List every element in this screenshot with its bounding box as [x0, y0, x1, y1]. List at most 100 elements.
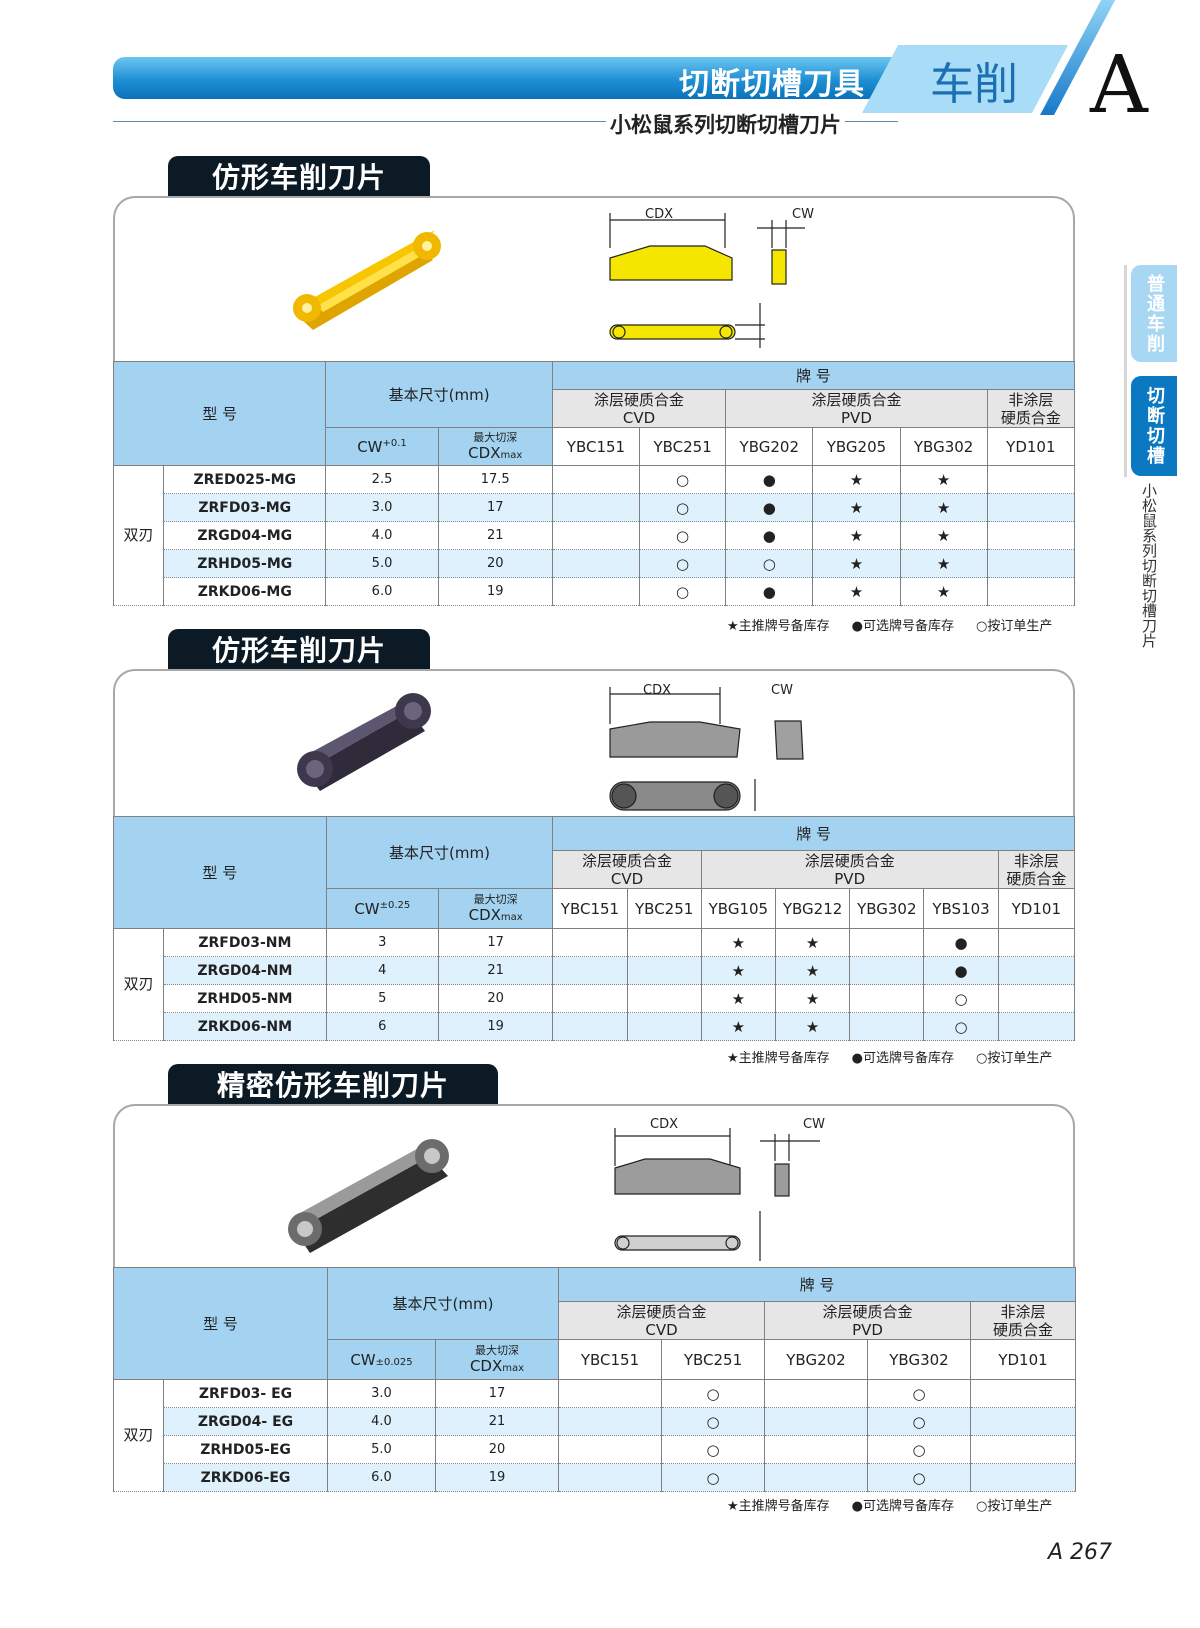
- cw-cell: 6.0: [327, 1463, 436, 1492]
- double-edge-label: 双刃: [112, 465, 165, 606]
- mark-cell: ★: [774, 1012, 851, 1041]
- mark-cell: [551, 577, 641, 606]
- grade-header: 牌 号: [558, 1267, 1076, 1302]
- mark-cell: ★: [774, 956, 851, 985]
- group-uncoated: 非涂层硬质合金: [997, 850, 1076, 889]
- double-edge-label: 双刃: [112, 928, 165, 1041]
- cdx-cell: 20: [437, 549, 553, 578]
- table-row: ZRHD05-EG 5.0 20 ○ ○: [114, 1435, 1076, 1464]
- model-cell: ZRKD06-NM: [163, 1012, 327, 1041]
- mark-cell: [626, 956, 702, 985]
- mark-cell: ★: [812, 549, 901, 578]
- mark-cell: [997, 928, 1076, 957]
- grade-header: 牌 号: [551, 361, 1076, 390]
- cw-label: CW: [771, 683, 793, 698]
- mark-cell: [552, 1012, 628, 1041]
- mark-cell: [764, 1407, 868, 1436]
- cdx-cell: 19: [435, 1463, 559, 1492]
- mark-cell: [558, 1463, 662, 1492]
- mark-cell: [551, 549, 641, 578]
- mark-cell: ●: [725, 493, 814, 522]
- side-tab-general-turning[interactable]: 普通车削: [1131, 265, 1177, 362]
- cw-col-header: CW±0.025: [327, 1339, 436, 1380]
- mark-cell: [849, 928, 925, 957]
- grade-header: 牌 号: [552, 816, 1075, 851]
- mark-cell: [849, 956, 925, 985]
- mark-cell: ★: [812, 521, 901, 550]
- cdx-cell: 20: [435, 1435, 559, 1464]
- model-cell: ZRHD05-NM: [163, 984, 327, 1013]
- model-cell: ZRHD05-EG: [163, 1435, 328, 1464]
- side-tab-parting-grooving[interactable]: 切断切槽: [1131, 376, 1177, 476]
- mark-cell: [986, 493, 1076, 522]
- legend-dot: ●可选牌号备库存: [851, 1051, 954, 1066]
- table-row: ZRGD04- EG 4.0 21 ○ ○: [114, 1407, 1076, 1436]
- model-cell: ZRKD06-MG: [163, 577, 327, 606]
- mark-cell: [558, 1435, 662, 1464]
- table-row: 双刃 ZRFD03- EG 3.0 17 ○ ○: [113, 1379, 1076, 1492]
- grade-col: YBC251: [639, 427, 727, 466]
- mark-cell: ○: [867, 1463, 971, 1492]
- mark-cell: [551, 493, 641, 522]
- mark-cell: ★: [700, 984, 776, 1013]
- cw-cell: 2.5: [325, 465, 439, 494]
- mark-cell: ★: [774, 928, 851, 957]
- mark-cell: ○: [923, 984, 999, 1013]
- table-row: ZRKD06-MG 6.0 19 ○ ● ★ ★: [114, 577, 1076, 606]
- table-row: ZRGD04-MG 4.0 21 ○ ● ★ ★: [114, 521, 1076, 550]
- model-cell: ZRGD04- EG: [163, 1407, 328, 1436]
- section-letter: A: [1090, 38, 1148, 131]
- mark-cell: [764, 1379, 868, 1408]
- header-title: 切断切槽刀具: [679, 67, 865, 102]
- grade-col: YBC151: [558, 1339, 662, 1380]
- legend-dot: ●可选牌号备库存: [851, 1499, 954, 1514]
- mark-cell: ★: [700, 1012, 776, 1041]
- mark-cell: [551, 521, 641, 550]
- grade-col: YBG302: [867, 1339, 971, 1380]
- mark-cell: ○: [661, 1435, 765, 1464]
- legend-circle: ○按订单生产: [976, 1499, 1053, 1514]
- cdx-cell: 17.5: [437, 465, 553, 494]
- grade-col: YBG105: [700, 888, 776, 929]
- mark-cell: ●: [725, 577, 814, 606]
- mark-cell: ★: [899, 549, 988, 578]
- mark-cell: [986, 465, 1076, 494]
- grade-col: YBC251: [661, 1339, 765, 1380]
- legend-star: ★主推牌号备库存: [727, 1051, 830, 1066]
- grade-col: YBS103: [923, 888, 999, 929]
- model-header: 型 号: [113, 816, 327, 929]
- mark-cell: ★: [899, 577, 988, 606]
- cw-cell: 4.0: [325, 521, 439, 550]
- cw-col-header: CW+0.1: [325, 427, 439, 466]
- cdx-label: CDX: [643, 683, 671, 698]
- mark-cell: ○: [639, 493, 727, 522]
- mark-cell: ○: [867, 1379, 971, 1408]
- table-row: 双刃 ZRFD03-NM 3 17 ★ ★ ●: [112, 928, 1076, 1041]
- legend-circle: ○按订单生产: [976, 619, 1053, 634]
- model-cell: ZRKD06-EG: [163, 1463, 328, 1492]
- cdx-cell: 20: [437, 984, 554, 1013]
- category-label: 车削: [930, 59, 1018, 110]
- cw-cell: 3.0: [327, 1379, 436, 1408]
- mark-cell: [552, 984, 628, 1013]
- mark-cell: ★: [812, 493, 901, 522]
- cw-cell: 6: [325, 1012, 439, 1041]
- mark-cell: ○: [661, 1407, 765, 1436]
- model-cell: ZRFD03- EG: [163, 1379, 328, 1408]
- mark-cell: [997, 956, 1076, 985]
- grade-col: YBG212: [774, 888, 851, 929]
- insert-image-panel-2: CDX CW: [113, 669, 1075, 817]
- mark-cell: [552, 956, 628, 985]
- model-cell: ZRGD04-NM: [163, 956, 327, 985]
- grade-col: YBC151: [551, 427, 641, 466]
- cw-cell: 4.0: [327, 1407, 436, 1436]
- mark-cell: ○: [639, 465, 727, 494]
- insert-illustration-dark: CDX CW: [297, 683, 804, 811]
- mark-cell: [764, 1435, 868, 1464]
- mark-cell: [986, 521, 1076, 550]
- group-uncoated: 非涂层硬质合金: [970, 1301, 1076, 1340]
